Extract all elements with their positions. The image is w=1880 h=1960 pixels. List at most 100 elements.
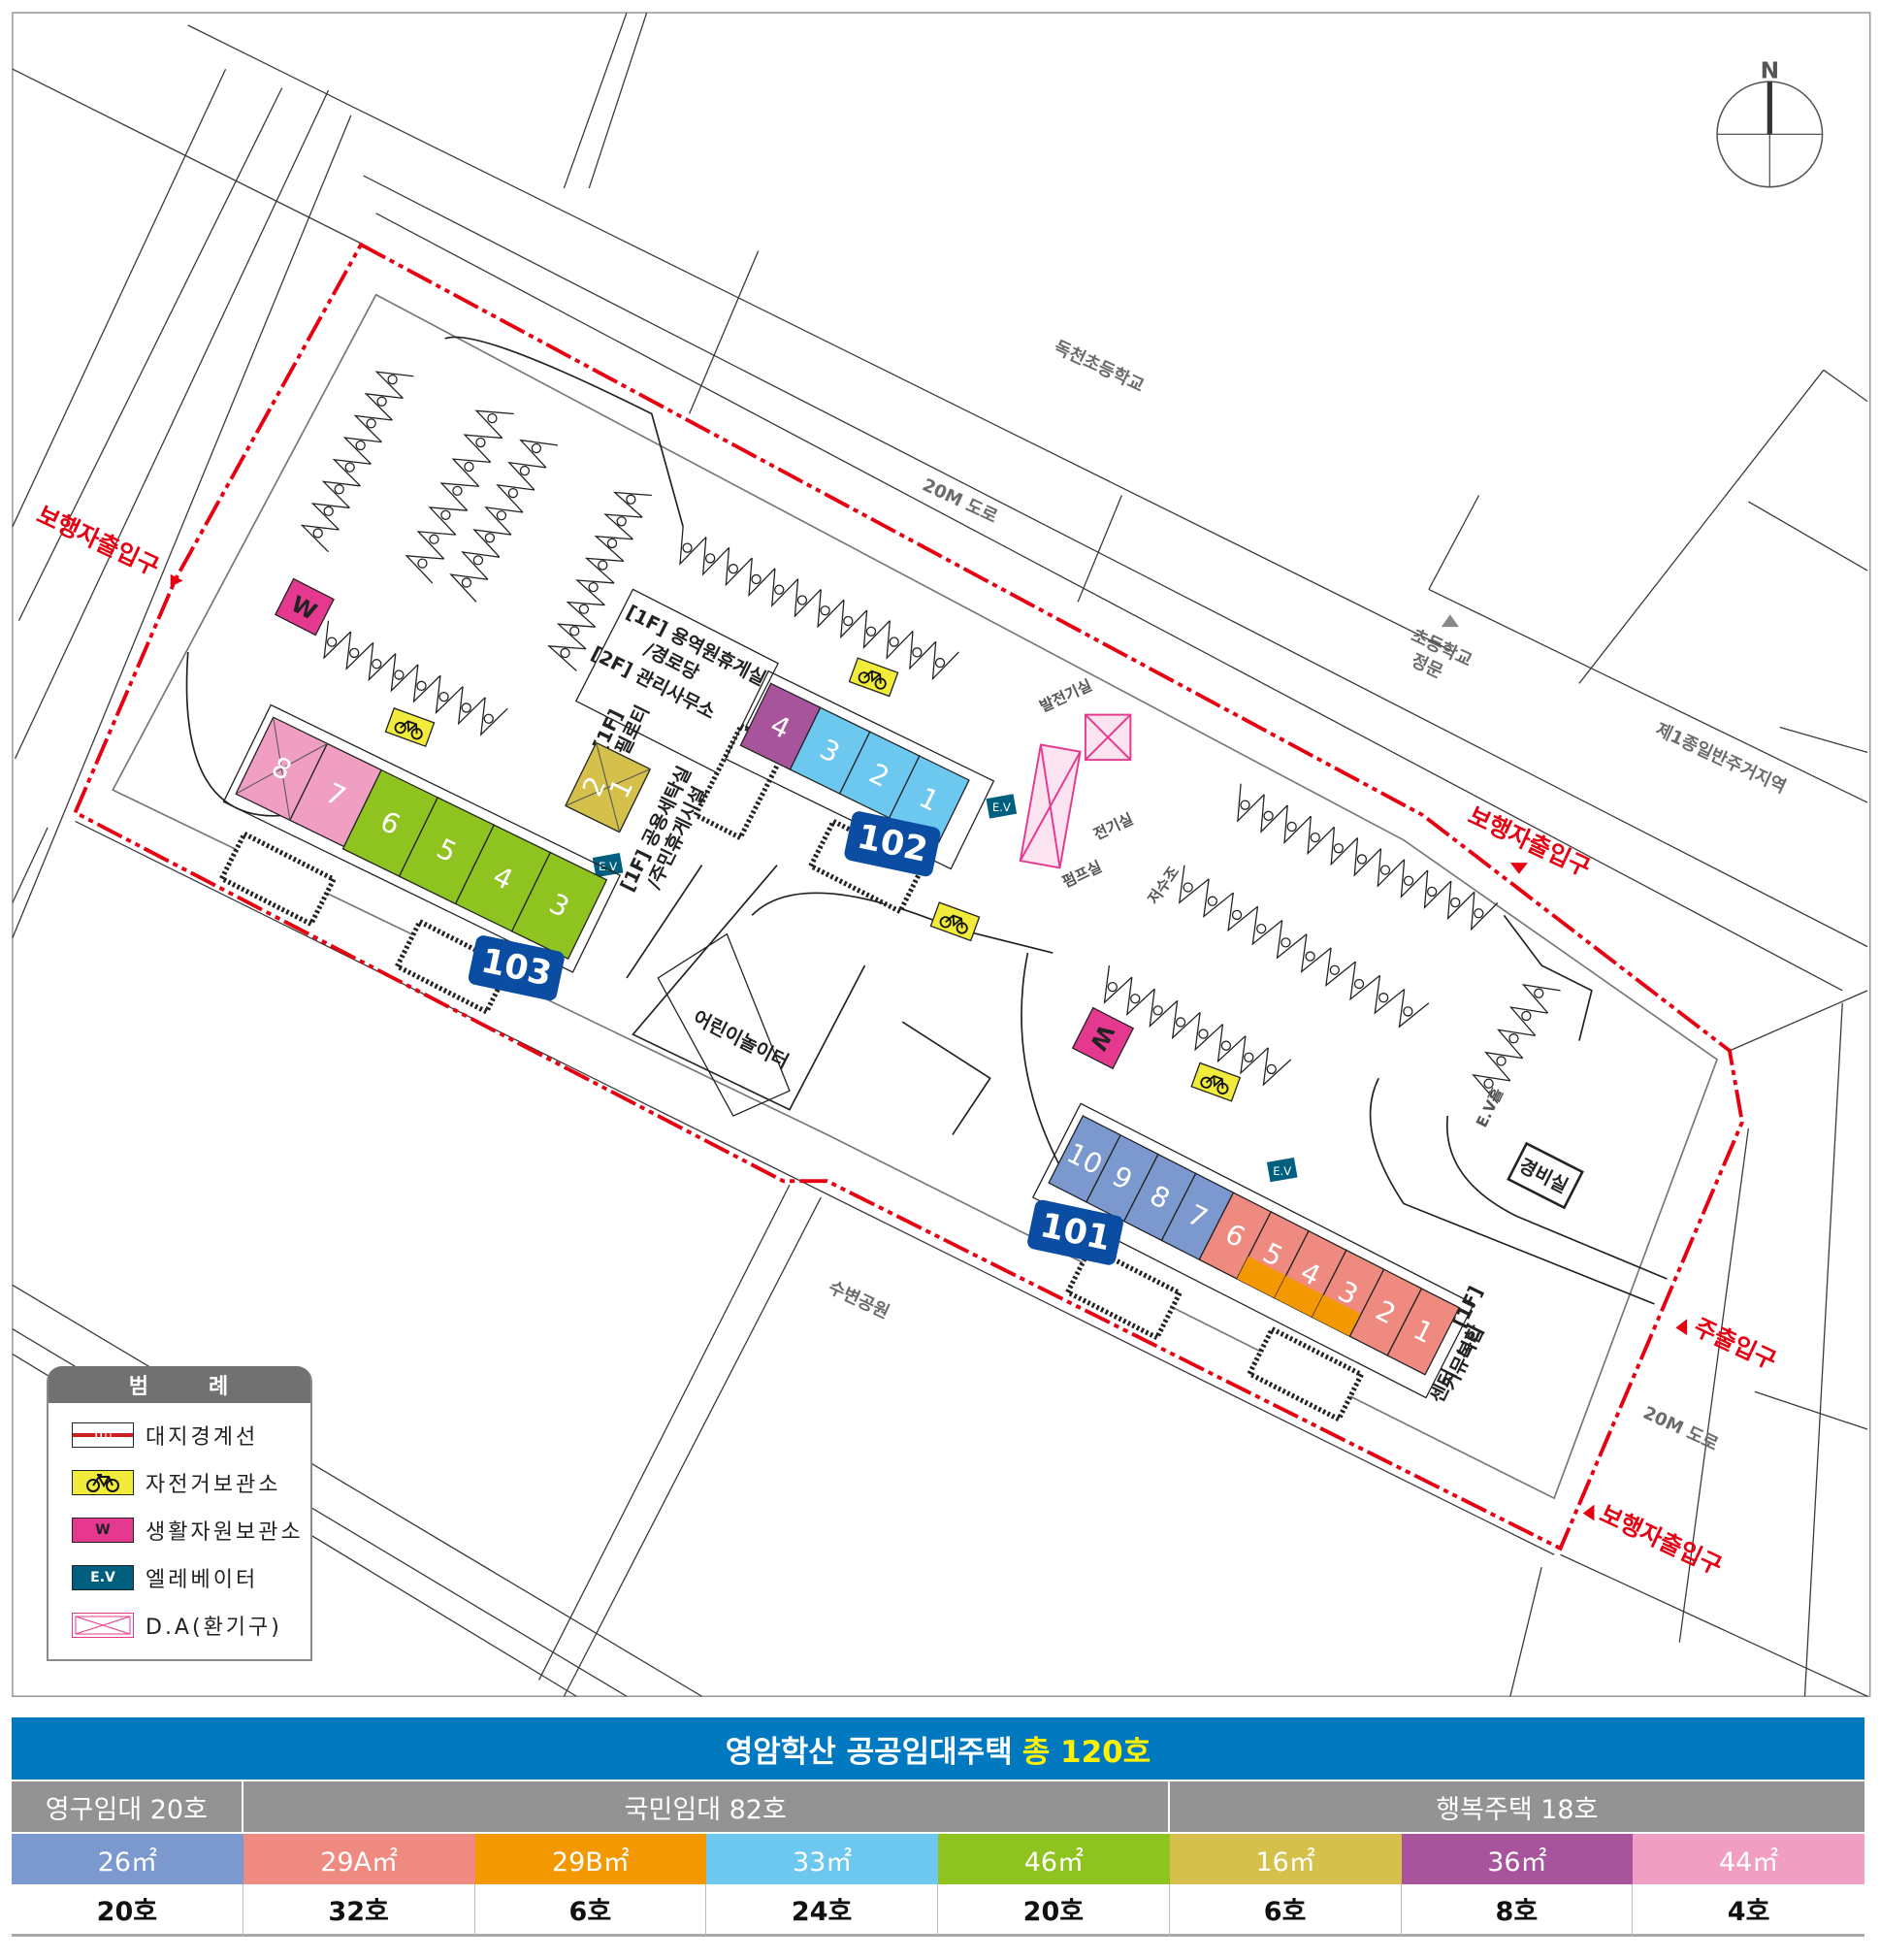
parking-stall (770, 568, 799, 607)
entrance-arrow-icon (170, 573, 183, 587)
unit-size-cell: 16㎡ (1169, 1832, 1402, 1884)
category-row: 영구임대 20호 국민임대 82호 행복주택 18호 (12, 1780, 1864, 1832)
unit-size-cell: 44㎡ (1633, 1832, 1864, 1884)
parking-stall (679, 526, 707, 566)
parking-stall (463, 434, 502, 463)
unit-29b (1312, 1294, 1362, 1337)
unit-count-cell: 20호 (12, 1884, 243, 1937)
parking-stall-marker (1244, 1052, 1254, 1062)
parking-stall (449, 573, 489, 603)
unit-size-cell: 29B㎡ (474, 1832, 707, 1884)
north-compass: N (1716, 57, 1824, 188)
parking-stall (1262, 1047, 1292, 1087)
entrance-arrow-icon (1509, 863, 1528, 874)
parking-stall (1283, 804, 1312, 845)
parking-stall-marker (616, 516, 627, 527)
parking-stall-marker (728, 564, 739, 574)
parking-stall (1330, 827, 1358, 866)
parking-stall (345, 631, 374, 670)
parking-stall (507, 461, 547, 491)
boundary-line-icon (72, 1421, 134, 1448)
parking-stall (332, 458, 372, 487)
parking-stall (374, 371, 414, 399)
category-happy-housing: 행복주택 18호 (1169, 1780, 1864, 1832)
parking-stall-marker (820, 605, 830, 616)
parking-stall-marker (1426, 886, 1438, 898)
unit-46 (510, 851, 608, 960)
parking-stall-marker (1483, 1078, 1494, 1089)
parking-stall (1149, 989, 1179, 1029)
parking-stall (519, 439, 559, 469)
building-102-small-units: 2 1 (565, 741, 652, 833)
parking-stall (594, 535, 633, 562)
parking-stall (886, 620, 914, 660)
parking-stall-marker (1356, 854, 1368, 865)
elevator-icon: E.V (592, 853, 624, 878)
parking-stall (931, 641, 959, 681)
parking-stall (1377, 848, 1406, 888)
parking-stall (1398, 989, 1430, 1029)
legend-item-boundary: 대지경계선 (49, 1411, 310, 1458)
waste-storage-w-icon: W (274, 577, 335, 637)
parking-stall (1470, 892, 1499, 931)
parking-stall (300, 524, 340, 553)
parking-stall (575, 579, 615, 606)
parking-stall-marker (843, 615, 854, 627)
site-plan-map: N 독천초등학교 20M 도로 초등학교 정문 제1종일반주거지역 수변공원 2… (12, 12, 1871, 1698)
legend-label: D.A(환기구) (146, 1615, 282, 1640)
parking-stall (472, 529, 512, 558)
parking-stall (474, 409, 514, 439)
parking-stall (817, 589, 845, 629)
parking-stall-marker (1378, 993, 1389, 1003)
parking-stall-marker (1175, 1017, 1186, 1028)
da-vent-icon (1019, 713, 1132, 869)
parking-stall (1484, 1051, 1523, 1082)
parking-stall (416, 531, 456, 560)
parking-stall (353, 414, 393, 443)
parking-stall-marker (1231, 909, 1243, 921)
da-vent-icon (72, 1612, 134, 1638)
unit-count-cell: 32호 (243, 1884, 475, 1937)
parking-stall (323, 620, 352, 660)
parking-stall (479, 697, 508, 736)
unit-29b (1274, 1275, 1324, 1318)
parking-stall (603, 513, 643, 540)
category-national: 국민임대 82호 (243, 1780, 1170, 1832)
surrounding-lines (12, 12, 1868, 1697)
unit-count-cell: 8호 (1401, 1884, 1634, 1937)
parking-stall-marker (774, 584, 785, 595)
parking-stall-marker (1263, 810, 1274, 821)
parking-stall (435, 675, 464, 715)
parking-stall-marker (372, 659, 382, 670)
unit-count-cell: 6호 (1169, 1884, 1402, 1937)
legend-item-da: D.A(환기구) (49, 1601, 310, 1649)
parking-stall-marker (560, 647, 570, 659)
parking-stall (1300, 933, 1332, 973)
parking-stall (1400, 859, 1429, 898)
parking-stall-marker (751, 573, 762, 585)
legend-title: 범 례 (49, 1366, 310, 1403)
unit-size-cell: 46㎡ (938, 1832, 1170, 1884)
parking-stall-marker (1333, 843, 1344, 854)
parking-stall (1178, 865, 1210, 904)
parking-stall-marker (1107, 981, 1118, 993)
parking-stall-marker (334, 484, 344, 495)
ev-label: E.V (1273, 1164, 1291, 1178)
elevator-icon: E.V (986, 794, 1018, 819)
parking-stall-marker (1534, 988, 1544, 998)
bicycle-storage-icon (1190, 1062, 1242, 1102)
bicycle-icon (72, 1469, 134, 1495)
parking-stall (1237, 783, 1265, 823)
parking-stall-marker (344, 462, 355, 473)
parking-stall (1423, 869, 1452, 910)
waste-storage-w-icon: W (1071, 1006, 1135, 1070)
parking-stall-marker (705, 553, 716, 564)
legend-label: 엘레베이터 (146, 1567, 259, 1592)
parking-stall (1508, 1006, 1548, 1036)
parking-stall (310, 503, 350, 531)
unit-size-cell: 36㎡ (1401, 1832, 1634, 1884)
map-frame (12, 12, 1871, 1698)
parking-stall-marker (312, 528, 323, 539)
parking-stall-marker (1521, 1010, 1532, 1022)
